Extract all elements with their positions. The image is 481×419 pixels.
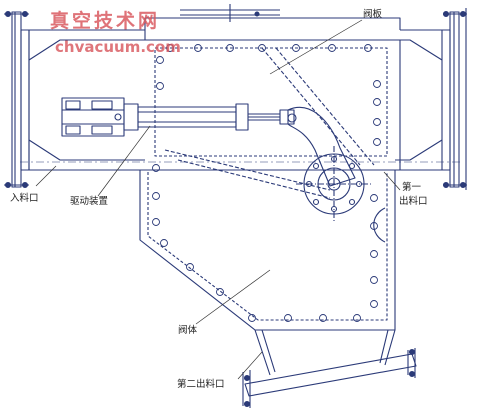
bolt-holes xyxy=(152,44,381,322)
valve-housing xyxy=(144,4,401,170)
leader-drive xyxy=(97,125,151,197)
valve-plate-outline xyxy=(164,47,375,199)
label-valve-body: 阀体 xyxy=(178,325,198,336)
crank-assembly xyxy=(287,106,372,222)
main-duct xyxy=(28,29,443,171)
second-outlet-frame xyxy=(242,348,417,408)
inlet-flange xyxy=(4,10,30,189)
leader-lines xyxy=(35,19,401,380)
label-valve-plate: 阀板 xyxy=(363,9,383,20)
leader-second-outlet xyxy=(237,351,263,380)
leader-inlet xyxy=(35,165,57,187)
watermark-cn: 真空技术网 xyxy=(50,10,161,32)
valve-body-outline xyxy=(139,170,396,376)
leader-first-outlet xyxy=(383,171,401,191)
first-outlet-flange xyxy=(441,8,467,190)
label-drive: 驱动装置 xyxy=(70,196,109,207)
leader-valve-body xyxy=(195,269,271,325)
label-inlet: 入料口 xyxy=(10,193,39,204)
label-second-outlet: 第二出料口 xyxy=(177,379,225,390)
drive-cylinder xyxy=(61,97,297,137)
watermark-en: chvacuum.com xyxy=(55,38,181,56)
leader-valve-plate xyxy=(269,19,363,75)
label-first-outlet-line1: 第一 xyxy=(402,182,422,193)
label-first-outlet-line2: 出料口 xyxy=(399,196,428,207)
